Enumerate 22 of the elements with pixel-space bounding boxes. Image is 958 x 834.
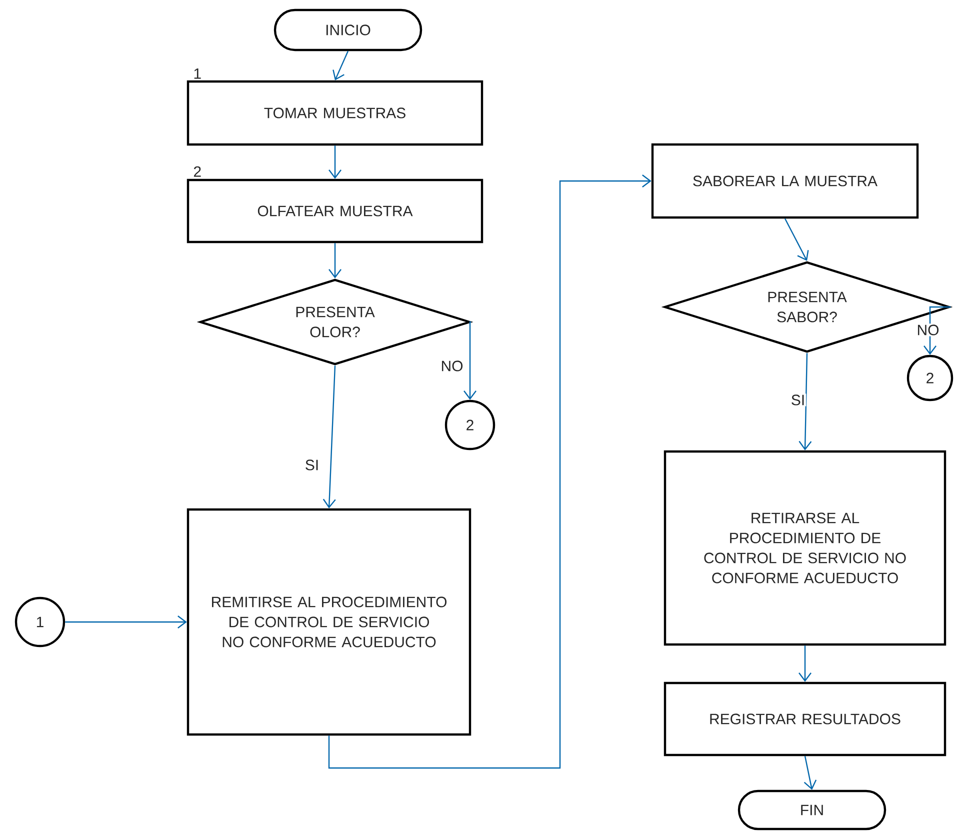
arrow <box>65 616 187 628</box>
arrow <box>784 218 809 261</box>
step-number: 2 <box>194 166 201 177</box>
arrow <box>464 321 476 400</box>
arrow <box>328 146 342 179</box>
arrow <box>322 366 336 508</box>
arrow <box>332 50 349 80</box>
step-number: 1 <box>194 68 201 79</box>
arrow <box>804 756 817 790</box>
arrow <box>798 646 812 682</box>
edge-label: NO <box>916 324 940 336</box>
arrow <box>798 353 812 450</box>
process-box: RETIRARSE AL PROCEDIMIENTO DE CONTROL DE SERVICIO NO CONFORME ACUEDUCTO <box>664 450 946 646</box>
process-box: REMITIRSE AL PROCEDIMIENTO DE CONTROL DE SERVICIO NO CONFORME ACUEDUCTO <box>186 508 472 736</box>
arrow <box>328 174 652 769</box>
process-box: SABOREAR LA MUESTRA <box>651 143 919 219</box>
process-box: REGISTRAR RESULTADOS <box>664 682 946 756</box>
arrow <box>328 243 342 278</box>
process-box: OLFATEAR MUESTRA <box>186 178 484 244</box>
process-box: TOMAR MUESTRAS <box>186 80 484 146</box>
edge-label: SI <box>304 458 320 472</box>
edge-label: SI <box>790 394 806 406</box>
